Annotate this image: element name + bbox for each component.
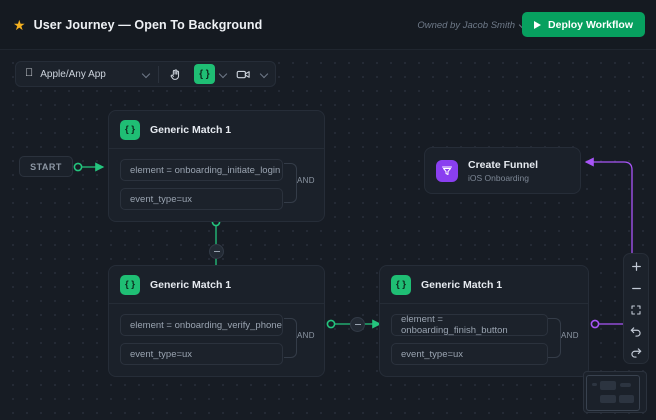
fit-to-screen-icon bbox=[631, 305, 641, 315]
star-icon[interactable]: ★ bbox=[13, 16, 26, 33]
redo-button[interactable] bbox=[625, 343, 647, 363]
condition-row[interactable]: element = onboarding_verify_phone bbox=[120, 314, 283, 336]
condition-row[interactable]: event_type=ux bbox=[391, 343, 548, 365]
condition-row[interactable]: element = onboarding_finish_button bbox=[391, 314, 548, 336]
port-node2-out bbox=[326, 319, 336, 329]
node-header: { } Generic Match 1 bbox=[109, 266, 324, 304]
node-body: element = onboarding_finish_button event… bbox=[380, 304, 588, 383]
workflow-node-generic-match-2[interactable]: { } Generic Match 1 element = onboarding… bbox=[108, 265, 325, 377]
chevron-down-icon bbox=[220, 71, 227, 78]
operator-label: AND bbox=[297, 176, 315, 185]
app-selector-dropdown[interactable]:  Apple/Any App bbox=[16, 62, 158, 86]
code-badge-icon: { } bbox=[120, 274, 140, 295]
workflow-node-create-funnel[interactable]: Create Funnel iOS Onboarding bbox=[424, 147, 581, 194]
condition-row[interactable]: element = onboarding_initiate_login bbox=[120, 159, 283, 181]
deploy-workflow-label: Deploy Workflow bbox=[548, 18, 633, 31]
top-bar: ★ User Journey — Open To Background Owne… bbox=[0, 0, 656, 50]
chevron-down-icon bbox=[143, 71, 150, 78]
play-icon bbox=[534, 20, 542, 29]
toolbar-divider bbox=[157, 65, 159, 83]
funnel-badge bbox=[436, 159, 458, 182]
node-header: { } Generic Match 1 bbox=[109, 111, 324, 149]
workflow-canvas[interactable]:  Apple/Any App { } bbox=[0, 50, 656, 420]
operator-and: AND bbox=[284, 318, 318, 358]
funnel-title: Create Funnel bbox=[468, 158, 539, 171]
fit-to-screen-button[interactable] bbox=[625, 300, 647, 320]
code-tool-button[interactable]: { } bbox=[190, 64, 215, 84]
hand-icon bbox=[170, 68, 180, 80]
operator-and: AND bbox=[284, 163, 318, 203]
node-title: Generic Match 1 bbox=[421, 278, 503, 291]
zoom-in-button[interactable] bbox=[625, 257, 647, 277]
redo-icon bbox=[631, 348, 642, 358]
canvas-toolbar:  Apple/Any App { } bbox=[15, 61, 276, 87]
condition-row[interactable]: event_type=ux bbox=[120, 343, 283, 365]
operator-bracket bbox=[548, 318, 561, 358]
minus-icon bbox=[631, 287, 641, 290]
zoom-out-button[interactable] bbox=[625, 279, 647, 299]
operator-and: AND bbox=[548, 318, 582, 358]
minimap-viewport[interactable] bbox=[586, 375, 640, 411]
node-body: element = onboarding_verify_phone event_… bbox=[109, 304, 324, 383]
node-title: Generic Match 1 bbox=[150, 123, 232, 136]
code-badge-icon: { } bbox=[391, 274, 411, 295]
funnel-icon bbox=[442, 166, 452, 175]
hand-tool-button[interactable] bbox=[164, 64, 188, 84]
workflow-node-generic-match-3[interactable]: { } Generic Match 1 element = onboarding… bbox=[379, 265, 589, 377]
workflow-node-generic-match-1[interactable]: { } Generic Match 1 element = onboarding… bbox=[108, 110, 325, 222]
undo-button[interactable] bbox=[625, 322, 647, 342]
port-node3-out bbox=[590, 319, 600, 329]
chevron-down-icon bbox=[261, 71, 268, 78]
owner-selector[interactable]: Owned by Jacob Smith bbox=[417, 0, 527, 50]
minimap-node bbox=[600, 381, 616, 390]
minimap-node bbox=[592, 383, 597, 386]
node-title: Generic Match 1 bbox=[150, 278, 232, 291]
minimap-node bbox=[619, 395, 634, 403]
video-tool-dropdown[interactable] bbox=[258, 64, 271, 84]
node-header: { } Generic Match 1 bbox=[380, 266, 588, 304]
video-tool-button[interactable] bbox=[232, 64, 256, 84]
view-controls bbox=[623, 253, 649, 364]
deploy-workflow-button[interactable]: Deploy Workflow bbox=[522, 12, 645, 37]
operator-bracket bbox=[284, 318, 297, 358]
operator-bracket bbox=[284, 163, 297, 203]
funnel-text-block: Create Funnel iOS Onboarding bbox=[468, 159, 538, 183]
minimap[interactable] bbox=[583, 371, 647, 413]
funnel-subtitle: iOS Onboarding bbox=[468, 172, 529, 183]
undo-icon bbox=[630, 326, 641, 337]
app-selector-label: Apple/Any App bbox=[32, 68, 106, 80]
code-tool-dropdown[interactable] bbox=[217, 64, 230, 84]
operator-label: AND bbox=[297, 331, 315, 340]
plus-icon bbox=[631, 262, 641, 272]
edge-collapse-button-1[interactable] bbox=[209, 244, 224, 259]
code-badge-icon: { } bbox=[120, 119, 140, 140]
edge-collapse-button-2[interactable] bbox=[350, 317, 365, 332]
minimap-node bbox=[620, 383, 631, 387]
operator-label: AND bbox=[561, 331, 579, 340]
port-start-out bbox=[73, 162, 83, 172]
start-node[interactable]: START bbox=[19, 156, 73, 177]
owner-label: Owned by Jacob Smith bbox=[417, 19, 515, 31]
video-camera-icon bbox=[237, 70, 251, 78]
condition-row[interactable]: event_type=ux bbox=[120, 188, 283, 210]
node-body: element = onboarding_initiate_login even… bbox=[109, 149, 324, 228]
apple-icon:  bbox=[25, 67, 33, 79]
page-title: User Journey — Open To Background bbox=[33, 17, 263, 32]
code-tool-label: { } bbox=[190, 68, 210, 80]
minimap-node bbox=[600, 395, 616, 403]
